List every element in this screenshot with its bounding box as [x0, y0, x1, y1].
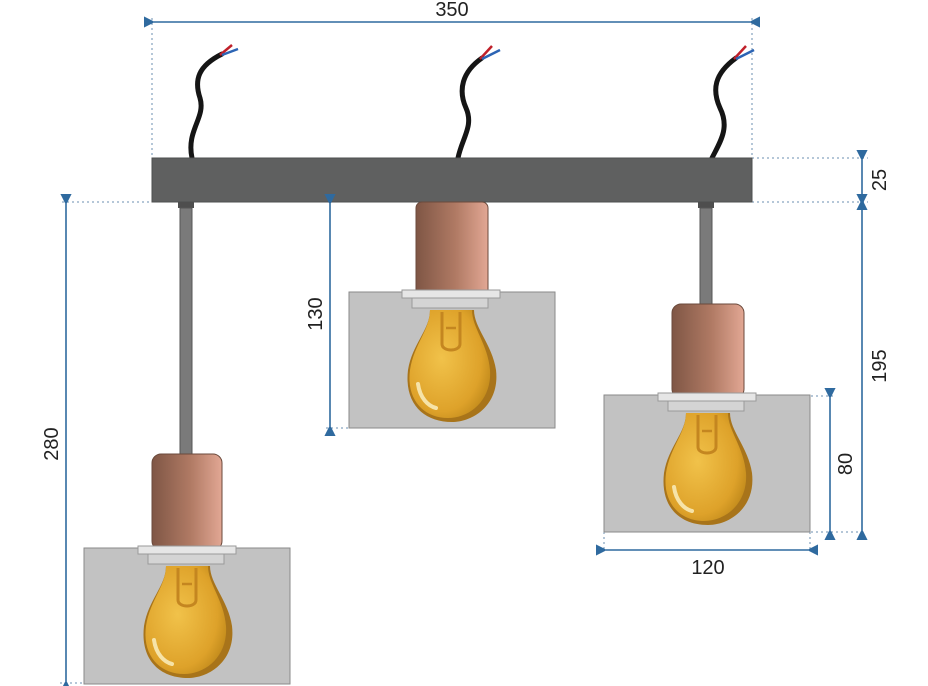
dimension-label-drop-right: 195	[869, 349, 891, 382]
cable-wire-left	[188, 44, 239, 161]
light-bulb-middle	[407, 310, 497, 422]
cable-wire-middle	[455, 45, 501, 161]
dimension-lines	[60, 16, 868, 686]
pendant-lamp-middle	[348, 201, 556, 429]
light-bulb-right	[663, 413, 753, 525]
pendant-lamp-left	[83, 202, 291, 685]
dimension-label-width-total: 350	[435, 0, 468, 21]
dimension-label-shade-height: 80	[835, 453, 857, 475]
pendant-lamp-right	[603, 202, 811, 533]
ceiling-bar	[151, 157, 753, 203]
cable-wire-right	[709, 45, 755, 161]
extension-lines	[60, 18, 868, 684]
dimension-label-shade-width: 120	[691, 557, 724, 579]
socket-middle	[415, 201, 489, 297]
rod-right	[698, 202, 714, 208]
socket-left	[151, 453, 223, 551]
rod-left	[178, 202, 194, 208]
dimension-label-drop-left: 280	[41, 427, 63, 460]
dimension-label-bar-height: 25	[869, 169, 891, 191]
socket-right	[671, 303, 745, 399]
light-bulb-left	[143, 566, 233, 678]
dimension-label-drop-middle: 130	[305, 297, 327, 330]
